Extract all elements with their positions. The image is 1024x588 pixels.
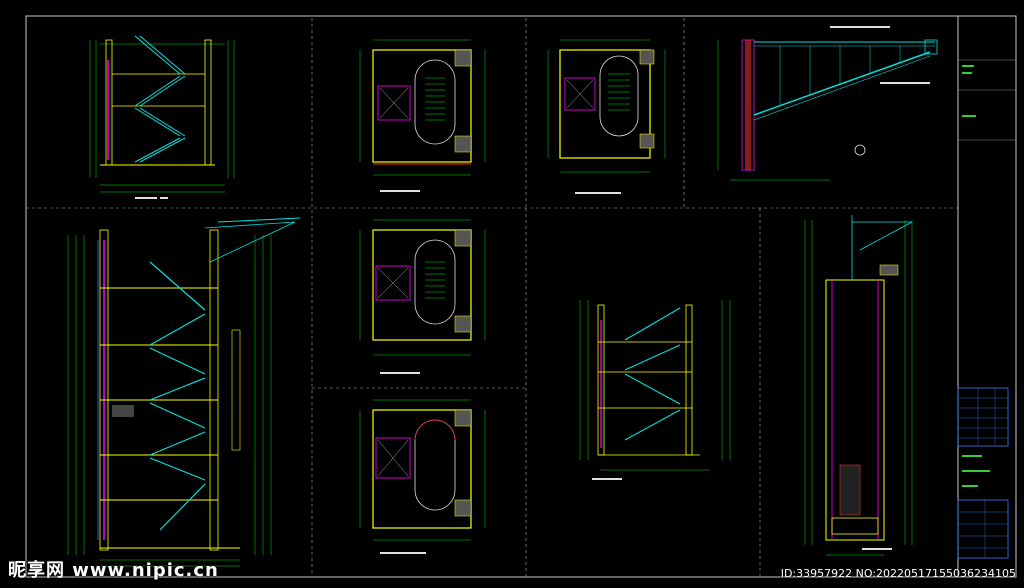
image-id-watermark: ID:33957922 NO:20220517155036234105 xyxy=(780,567,1016,580)
canopy-detail xyxy=(717,26,938,181)
panel-dividers xyxy=(26,18,958,577)
floor-plan-4 xyxy=(359,399,486,554)
title-block xyxy=(957,16,1016,577)
drawing-frame xyxy=(25,15,1017,578)
nipic-watermark: 昵享网 www.nipic.cn xyxy=(8,560,219,581)
floor-plan-3 xyxy=(359,219,486,374)
stair-section-3 xyxy=(579,300,731,480)
stair-section-1 xyxy=(89,35,235,199)
elevator-shaft-section xyxy=(804,215,913,556)
floor-plan-1 xyxy=(359,39,486,192)
stair-section-2 xyxy=(67,217,301,567)
floor-plan-2 xyxy=(547,39,666,194)
